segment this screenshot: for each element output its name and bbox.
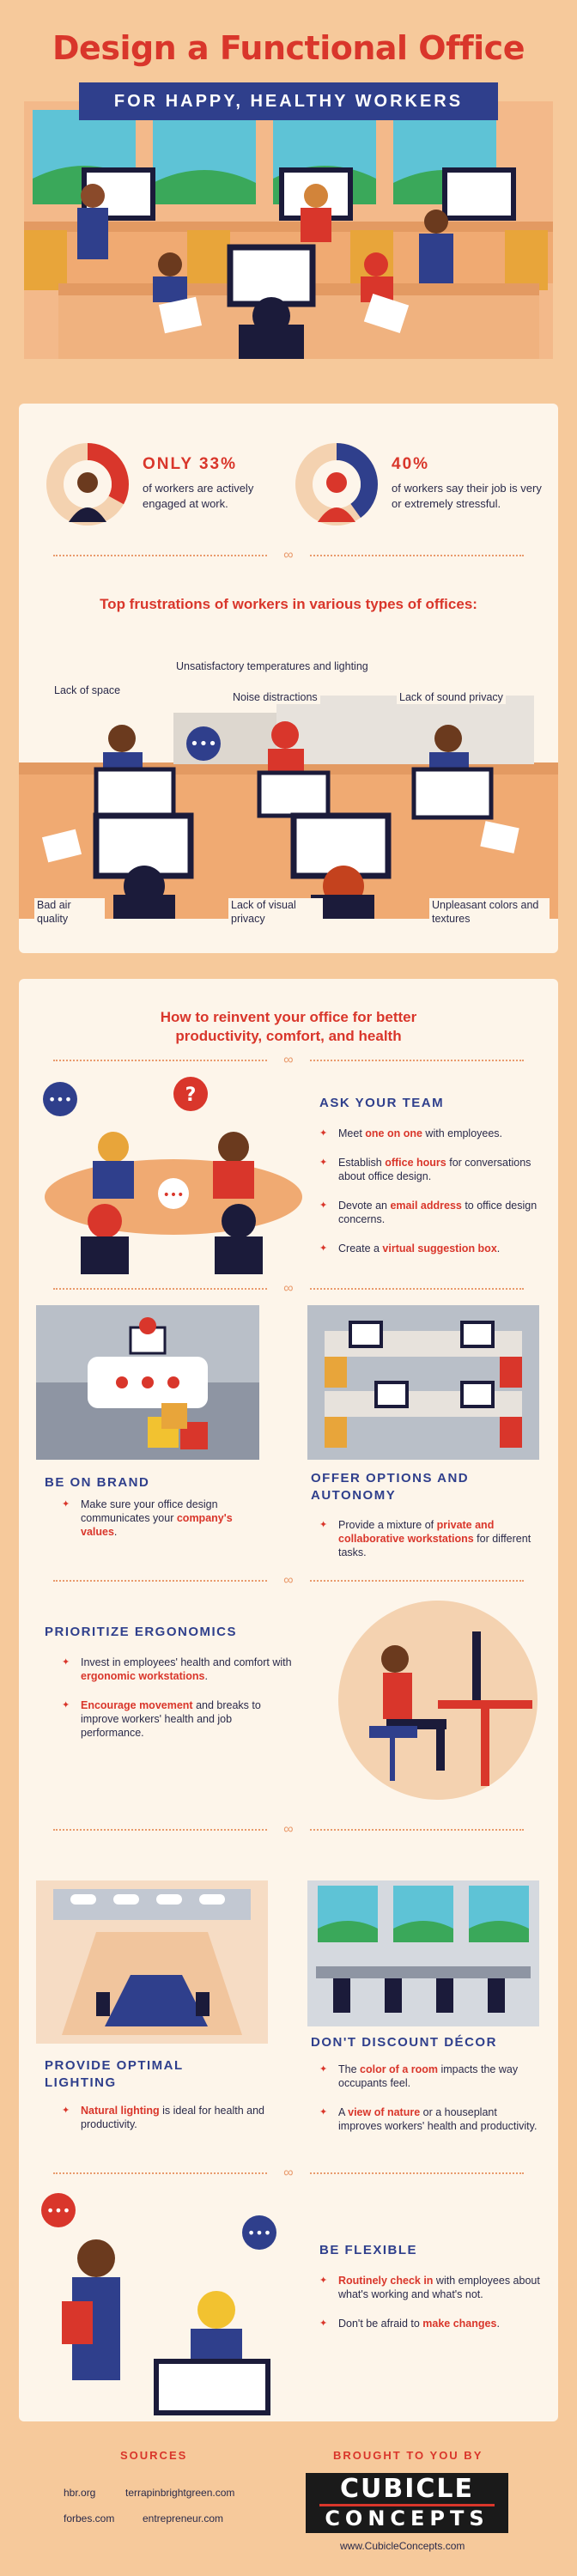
brand-list: Make sure your office design communicate… [62, 1498, 268, 1554]
office-scene-illustration [24, 101, 553, 359]
svg-text:•••: ••• [163, 1188, 185, 1202]
label-colors: Unpleasant colors and textures [429, 898, 550, 926]
list-item: Establish office hours for conversations… [319, 1156, 543, 1183]
svg-text:?: ? [185, 1084, 197, 1106]
ergonomics-title: PRIORITIZE ERGONOMICS [45, 1625, 238, 1639]
options-list: Provide a mixture of private and collabo… [319, 1518, 543, 1575]
ask-team-list: Meet one on one with employees. Establis… [319, 1127, 543, 1271]
list-item: Encourage movement and breaks to improve… [62, 1698, 294, 1740]
list-item: Routinely check in with employees about … [319, 2274, 551, 2301]
source-link[interactable]: forbes.com [64, 2512, 115, 2524]
source-link[interactable]: entrepreneur.com [143, 2512, 224, 2524]
label-visual: Lack of visual privacy [228, 898, 323, 926]
page-title: Design a Functional Office [52, 29, 525, 67]
section-divider: ∞ [53, 1281, 524, 1297]
svg-text:•••: ••• [48, 1091, 72, 1108]
label-sound: Lack of sound privacy [397, 690, 506, 704]
section-divider: ∞ [53, 1573, 524, 1589]
source-link[interactable]: terrapinbrightgreen.com [125, 2487, 235, 2499]
list-item: Invest in employees' health and comfort … [62, 1656, 294, 1683]
stat-donut-40 [292, 440, 381, 529]
ergonomics-illustration [335, 1597, 541, 1803]
label-noise: Noise distractions [230, 690, 320, 704]
lighting-illustration [36, 1880, 268, 2044]
stats-card: ONLY 33% of workers are actively engaged… [19, 404, 558, 953]
list-item: Provide a mixture of private and collabo… [319, 1518, 543, 1559]
cubicle-concepts-logo[interactable]: CUBICLE CONCEPTS [306, 2473, 508, 2533]
reinvent-heading: How to reinvent your office for better p… [160, 1009, 417, 1044]
list-item: Create a virtual suggestion box. [319, 1242, 543, 1255]
section-divider: ∞ [53, 548, 524, 563]
section-divider: ∞ [53, 2166, 524, 2181]
list-item: Devote an email address to office design… [319, 1199, 543, 1226]
options-illustration [307, 1305, 539, 1460]
brought-heading: BROUGHT TO YOU BY [333, 2449, 483, 2462]
list-item: The color of a room impacts the way occu… [319, 2063, 543, 2090]
options-title: OFFER OPTIONS AND AUTONOMY [311, 1471, 470, 1503]
svg-text:•••: ••• [46, 2202, 70, 2219]
lighting-title: PROVIDE OPTIMAL LIGHTING [45, 2058, 184, 2090]
flexible-title: BE FLEXIBLE [319, 2243, 418, 2257]
label-temps: Unsatisfactory temperatures and lighting [173, 659, 422, 673]
stat-highlight-1: ONLY 33% [143, 455, 237, 473]
frustrations-heading: Top frustrations of workers in various t… [100, 596, 477, 612]
decor-title: DON'T DISCOUNT DÉCOR [311, 2035, 497, 2050]
logo-line-2: CONCEPTS [319, 2504, 495, 2530]
source-link[interactable]: hbr.org [64, 2487, 96, 2499]
flexible-list: Routinely check in with employees about … [319, 2274, 551, 2346]
list-item: Natural lighting is ideal for health and… [62, 2104, 268, 2131]
footer: SOURCES hbr.org terrapinbrightgreen.com … [0, 2430, 577, 2576]
list-item: A view of nature or a houseplant improve… [319, 2105, 543, 2133]
stat-text-1: of workers are actively engaged at work. [143, 482, 254, 510]
stat-text-2: of workers say their job is very or extr… [392, 482, 542, 510]
sources-heading: SOURCES [120, 2449, 188, 2462]
list-item: Meet one on one with employees. [319, 1127, 543, 1140]
ergonomics-list: Invest in employees' health and comfort … [62, 1656, 294, 1755]
stat-donut-33 [43, 440, 132, 529]
logo-line-1: CUBICLE [339, 2474, 475, 2504]
svg-text:•••: ••• [247, 2225, 271, 2241]
list-item: Don't be afraid to make changes. [319, 2317, 551, 2330]
subtitle-ribbon: FOR HAPPY, HEALTHY WORKERS [58, 82, 519, 127]
section-divider: ∞ [53, 1822, 524, 1838]
decor-illustration [307, 1880, 539, 2026]
decor-list: The color of a room impacts the way occu… [319, 2063, 543, 2148]
flexible-illustration: ••• ••• [27, 2190, 302, 2421]
website-link[interactable]: www.CubicleConcepts.com [340, 2540, 465, 2552]
tips-card: How to reinvent your office for better p… [19, 979, 558, 2421]
brand-illustration [36, 1305, 259, 1460]
frustrations-illustration: ••• [19, 661, 558, 919]
lighting-list: Natural lighting is ideal for health and… [62, 2104, 268, 2147]
ask-team-title: ASK YOUR TEAM [319, 1096, 445, 1110]
list-item: Make sure your office design communicate… [62, 1498, 268, 1539]
label-space: Lack of space [52, 683, 124, 697]
ask-team-illustration: ••• ? ••• [36, 1068, 302, 1274]
brand-title: BE ON BRAND [45, 1475, 150, 1490]
svg-text:•••: ••• [190, 735, 217, 753]
header-banner: Design a Functional Office FOR HAPPY, HE… [0, 0, 577, 386]
label-air: Bad air quality [34, 898, 105, 926]
stat-highlight-2: 40% [392, 455, 430, 473]
section-divider: ∞ [53, 1053, 524, 1068]
